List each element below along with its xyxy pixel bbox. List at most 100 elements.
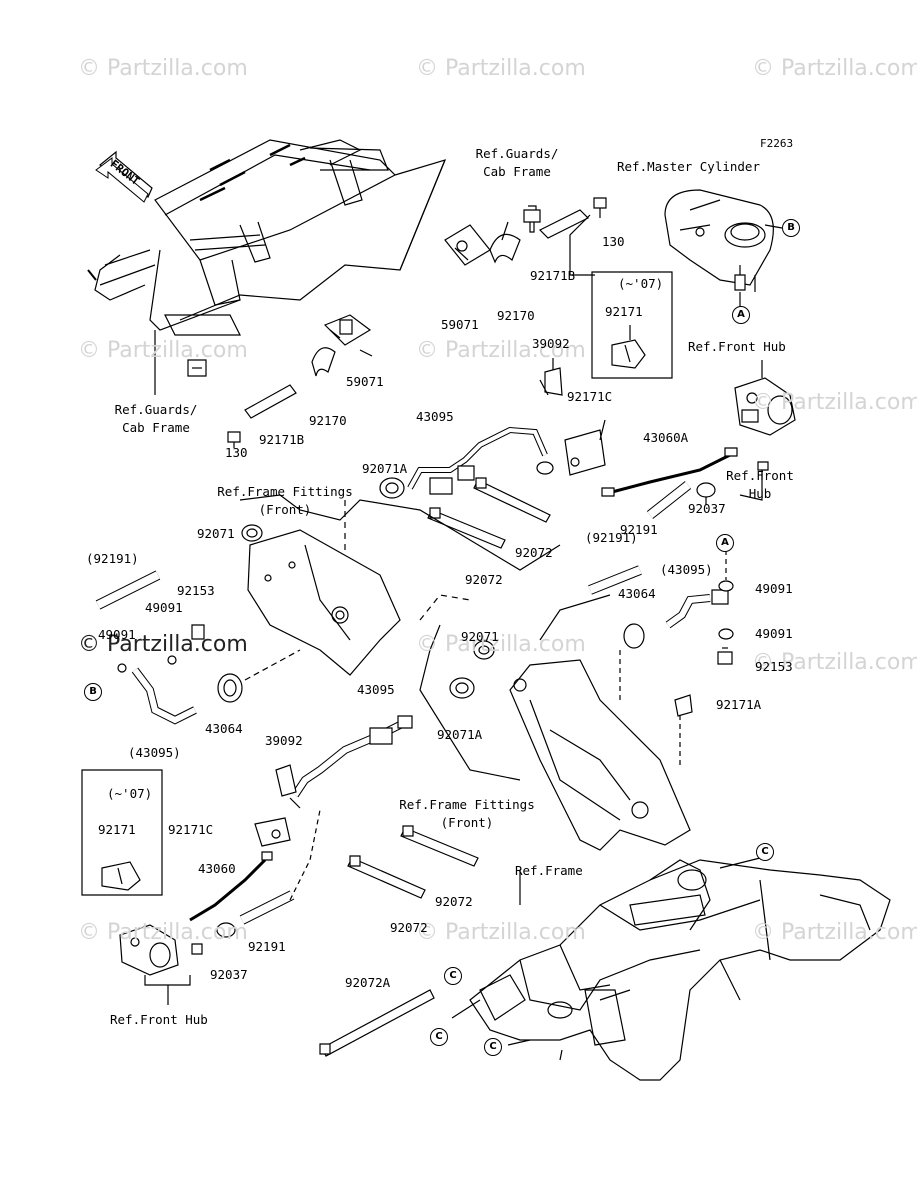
part-130-label: 130: [225, 445, 248, 460]
part-39092-label: 39092: [265, 733, 303, 748]
part-92071a-label: 92071A: [362, 461, 408, 476]
part-92072-label: 92072: [515, 545, 553, 560]
ref-front-hub-label: Ref.Front Hub: [688, 339, 786, 354]
hose-92191-left: [98, 575, 158, 605]
grommet-92071a-top: [380, 478, 404, 498]
clamp-92171b-left: [245, 385, 296, 418]
clamp-92170-top: [490, 222, 520, 262]
part-92171c-label: 92171C: [567, 389, 613, 404]
part-130-label: 130: [602, 234, 625, 249]
watermark: © Partzilla.com: [416, 338, 586, 363]
part-43095-paren-label: (43095): [660, 562, 713, 577]
callout-c: C: [444, 967, 462, 985]
ref-master-cylinder-label: Ref.Master Cylinder: [617, 159, 760, 174]
part-92171-label: 92171: [98, 822, 136, 837]
grommet-43064-right: [624, 624, 644, 648]
leader-line: [706, 470, 762, 505]
leader-line: [360, 350, 372, 356]
bolt-130-right: [594, 198, 606, 218]
ref-frame-fittings-mid: Ref.Frame Fittings (Front): [382, 798, 552, 830]
part-92171b-label: 92171B: [530, 268, 576, 283]
label-line: Ref.Frame Fittings: [399, 797, 535, 812]
leader-line: [620, 550, 726, 765]
hose-92191-bottom: [242, 895, 292, 920]
part-43095-paren-label: (43095): [128, 745, 181, 760]
part-49091-label: 49091: [145, 600, 183, 615]
watermark: © Partzilla.com: [416, 56, 586, 81]
part-92170-label: 92170: [309, 413, 347, 428]
clamp-92171c-mid: [255, 818, 290, 846]
callout-b: B: [84, 683, 102, 701]
part-49091-label: 49091: [755, 626, 793, 641]
frame-fittings-front-left: [240, 495, 560, 675]
brake-line-43060: [190, 852, 272, 920]
part-92171c-label: 92171C: [168, 822, 214, 837]
part-92072-label: 92072: [435, 894, 473, 909]
ref-front-hub-right: Ref.Front Hub: [720, 469, 800, 501]
part-92171-label: 92171: [605, 304, 643, 319]
guards-cab-frame-illustration: [88, 140, 445, 335]
part-92072a-label: 92072A: [345, 975, 391, 990]
clip-92037-bottom: [192, 923, 235, 954]
part-92191-label: 92191: [248, 939, 286, 954]
clip-92037-top: [697, 483, 715, 497]
bracket-59071-top: [445, 225, 490, 265]
inset-year-label: (~'07): [107, 786, 153, 801]
cable-tie-92072-mid-a: [401, 826, 478, 866]
bolt-92153-right: [718, 648, 732, 664]
clamp-92171b-top: [540, 210, 588, 238]
part-43060-label: 43060: [198, 861, 236, 876]
clamp-92171-inset-top: [612, 340, 645, 368]
label-line: Ref.Guards/: [114, 402, 198, 417]
frame-fittings-front-right: [420, 595, 690, 850]
part-43060a-label: 43060A: [643, 430, 689, 445]
grommet-92071-left: [242, 525, 262, 541]
part-43064-label: 43064: [618, 586, 656, 601]
watermark: © Partzilla.com: [78, 920, 248, 945]
watermark: © Partzilla.com: [78, 56, 248, 81]
part-43095-label: 43095: [416, 409, 454, 424]
grommet-43064-left: [218, 674, 242, 702]
label-line: (Front): [440, 815, 494, 830]
clamp-92171c-top: [565, 430, 605, 475]
part-92153-label: 92153: [755, 659, 793, 674]
label-line: (Front): [258, 502, 312, 517]
bolt-130-top: [524, 206, 540, 232]
hose-92191-right: [590, 570, 640, 590]
callout-a: A: [716, 534, 734, 552]
cable-tie-92072-top-b: [428, 508, 505, 548]
watermark: © Partzilla.com: [752, 390, 917, 415]
master-cylinder-illustration: [665, 190, 773, 292]
part-92170-label: 92170: [497, 308, 535, 323]
brake-hose-43095-left: [118, 625, 204, 720]
inset-box-bottom: [82, 770, 162, 895]
ref-frame-fittings-top: Ref.Frame Fittings (Front): [200, 485, 370, 517]
frame-illustration: [470, 860, 890, 1080]
clamp-92171a: [675, 695, 692, 716]
callout-c: C: [430, 1028, 448, 1046]
ref-guards-cab-frame-left: Ref.Guards/ Cab Frame: [86, 403, 226, 435]
part-49091-label: 49091: [755, 581, 793, 596]
callout-a: A: [732, 306, 750, 324]
figure-code: F2263: [760, 137, 794, 150]
watermark: © Partzilla.com: [416, 632, 586, 657]
part-92153-label: 92153: [177, 583, 215, 598]
part-43064-label: 43064: [205, 721, 243, 736]
part-59071-label: 59071: [441, 317, 479, 332]
leader-line: [345, 500, 470, 620]
washers-49091-right: [719, 581, 733, 639]
grommet-92071a-mid: [450, 678, 474, 698]
front-hub-top-illustration: [735, 378, 795, 435]
part-92072-label: 92072: [390, 920, 428, 935]
watermark: © Partzilla.com: [78, 632, 248, 657]
watermark: © Partzilla.com: [416, 920, 586, 945]
bolt-130-left: [228, 432, 240, 448]
ref-front-hub-label: Ref.Front Hub: [110, 1012, 208, 1027]
label-line: Cab Frame: [122, 420, 190, 435]
label-line: Ref.Frame Fittings: [217, 484, 353, 499]
grommet-92071-mid: [474, 641, 494, 659]
brake-hose-43095-right: [668, 590, 728, 625]
part-59071-label: 59071: [346, 374, 384, 389]
bolt-ref-guards: [188, 360, 206, 376]
